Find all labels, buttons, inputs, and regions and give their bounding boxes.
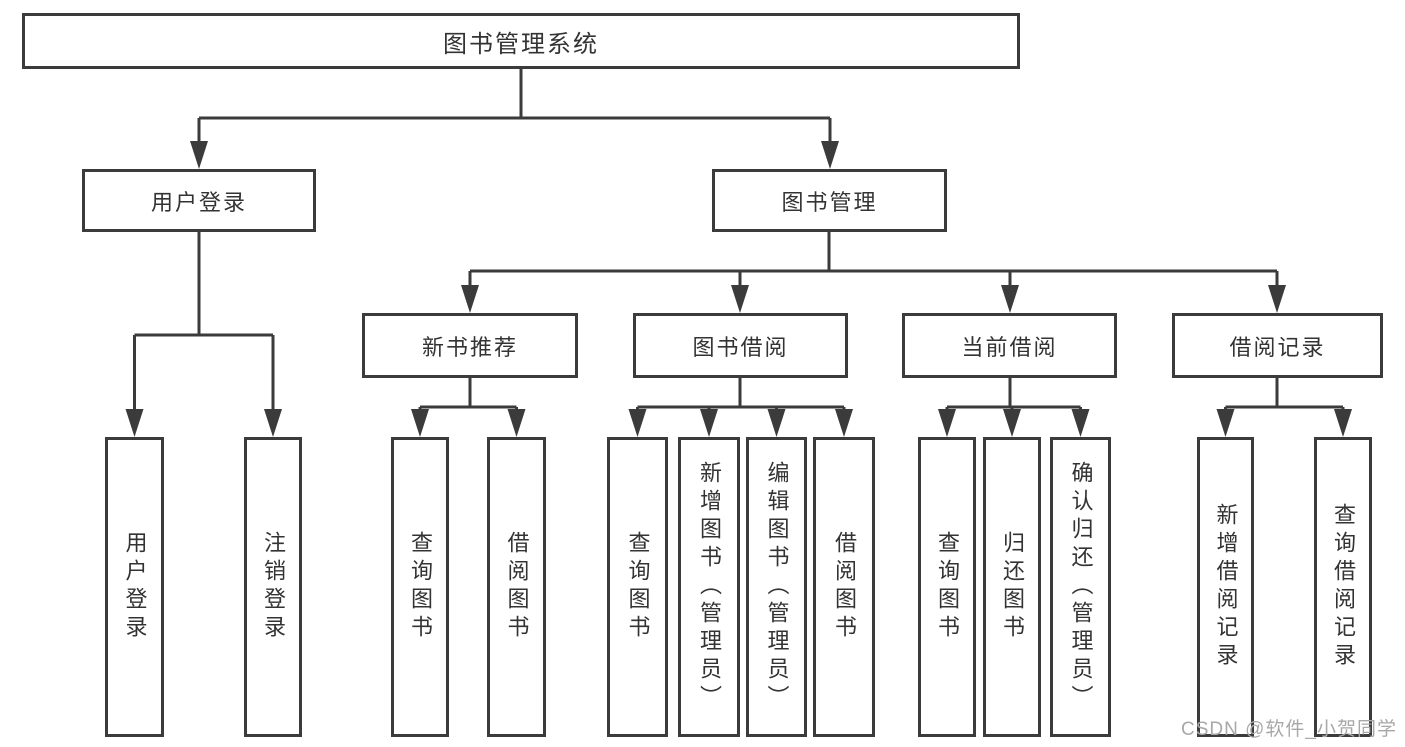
leaf-confirm-return-admin: 确认归还（管理员） xyxy=(1050,437,1111,737)
leaf-logout-login: 注销登录 xyxy=(244,437,302,737)
node-label: 查询图书 xyxy=(408,531,433,643)
node-library-management-system: 图书管理系统 xyxy=(22,13,1020,69)
node-book-borrow: 图书借阅 xyxy=(633,313,848,378)
node-label: 编辑图书（管理员） xyxy=(764,461,790,713)
node-label: 新增借阅记录 xyxy=(1213,503,1239,671)
leaf-add-borrow-record: 新增借阅记录 xyxy=(1197,437,1254,737)
node-label: 图书借阅 xyxy=(692,334,789,360)
leaf-edit-book-admin: 编辑图书（管理员） xyxy=(746,437,807,737)
csdn-watermark: CSDN @软件_小贺同学 xyxy=(1181,719,1397,740)
node-label: 查询借阅记录 xyxy=(1331,503,1356,671)
node-label: 归还图书 xyxy=(1000,531,1025,643)
leaf-query-books-recommend: 查询图书 xyxy=(391,437,449,737)
leaf-borrow-books-recommend: 借阅图书 xyxy=(487,437,546,737)
node-label: 查询图书 xyxy=(625,531,651,643)
node-label: 查询图书 xyxy=(935,531,960,643)
node-label: 当前借阅 xyxy=(961,334,1058,360)
leaf-query-books-borrow: 查询图书 xyxy=(607,437,668,737)
node-label: 确认归还（管理员） xyxy=(1068,461,1094,713)
node-label: 新书推荐 xyxy=(421,334,518,360)
node-label: 用户登录 xyxy=(122,531,148,643)
node-label: 用户登录 xyxy=(150,189,247,215)
node-label: 图书管理系统 xyxy=(443,30,599,58)
node-label: 借阅图书 xyxy=(504,531,530,643)
leaf-borrow-books: 借阅图书 xyxy=(813,437,875,737)
node-label: 注销登录 xyxy=(261,531,286,643)
node-label: 图书管理 xyxy=(781,189,878,215)
node-new-book-recommend: 新书推荐 xyxy=(362,313,578,378)
leaf-return-book: 归还图书 xyxy=(983,437,1041,737)
node-label: 新增图书（管理员） xyxy=(697,461,722,713)
node-book-management-branch: 图书管理 xyxy=(712,169,947,232)
leaf-query-borrow-record: 查询借阅记录 xyxy=(1314,437,1372,737)
node-current-borrow: 当前借阅 xyxy=(902,313,1117,378)
node-borrow-records: 借阅记录 xyxy=(1172,313,1383,378)
arrowheads xyxy=(125,141,1352,437)
leaf-query-books-current: 查询图书 xyxy=(918,437,976,737)
node-user-login-branch: 用户登录 xyxy=(82,169,316,232)
node-label: 借阅记录 xyxy=(1229,334,1326,360)
node-label: 借阅图书 xyxy=(832,531,857,643)
leaf-user-login: 用户登录 xyxy=(105,437,164,737)
leaf-add-book-admin: 新增图书（管理员） xyxy=(678,437,740,737)
